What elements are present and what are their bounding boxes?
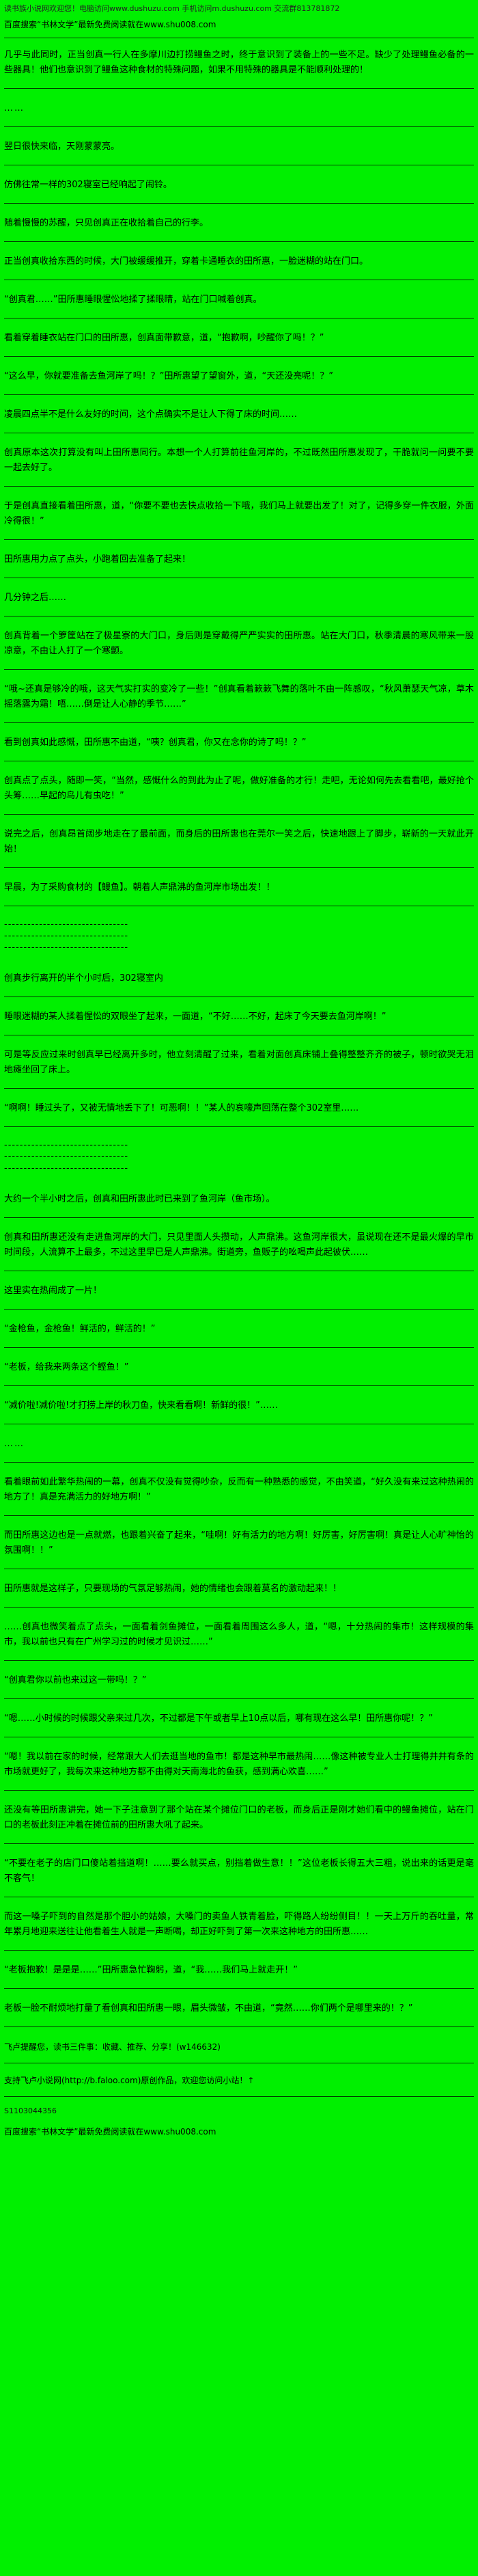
novel-paragraph: 仿佛往常一样的302寝室已经响起了闹铃。 bbox=[4, 178, 474, 204]
novel-paragraph: “老板抱歉！是是是……”田所惠急忙鞠躬，道，“我……我们马上就走开！” bbox=[4, 1963, 474, 1989]
novel-paragraph: 创真原本这次打算没有叫上田所惠同行。本想一个人打算前往鱼河岸的，不过既然田所惠发… bbox=[4, 446, 474, 487]
faloo-support-line: 支持飞卢小说网(http://b.faloo.com)原创作品，欢迎您访问小站！… bbox=[4, 2073, 474, 2097]
novel-paragraph: “创真君……”田所惠睡眼惺忪地揉了揉眼睛，站在门口喊着创真。 bbox=[4, 293, 474, 318]
novel-paragraph: “金枪鱼，金枪鱼！鲜活的，鲜活的！” bbox=[4, 1322, 474, 1348]
novel-paragraph: “啊啊！睡过头了，又被无情地丢下了！可恶啊！！”某人的哀嚎声回荡在整个302室里… bbox=[4, 1101, 474, 1127]
scene-separator: ----------------------------------------… bbox=[4, 919, 474, 953]
separator-dashes: -------------------------------- bbox=[4, 1152, 129, 1162]
novel-paragraph: 正当创真收拾东西的时候，大门被缓缓推开，穿着卡通睡衣的田所惠，一脸迷糊的站在门口… bbox=[4, 254, 474, 280]
separator-dashes: -------------------------------- bbox=[4, 1140, 129, 1150]
novel-paragraph: 这里实在热闹成了一片！ bbox=[4, 1284, 474, 1310]
novel-paragraph: 翌日很快来临，天刚蒙蒙亮。 bbox=[4, 139, 474, 165]
novel-paragraph: 早晨，为了采购食材的【鳗鱼】。朝着人声鼎沸的鱼河岸市场出发！！ bbox=[4, 880, 474, 906]
novel-paragraph: 睡眼迷糊的某人揉着惺忪的双眼坐了起来，一面道，“不好……不好，起床了今天要去鱼河… bbox=[4, 1009, 474, 1035]
novel-paragraph: 田所惠就是这样子，只要现场的气氛足够热闹，她的情绪也会跟着莫名的激动起来！！ bbox=[4, 1582, 474, 1608]
baidu-search-line: 百度搜索“书林文学”最新免费阅读就在www.shu008.com bbox=[4, 19, 474, 38]
novel-paragraph: 几分钟之后…… bbox=[4, 591, 474, 616]
novel-paragraph: 而这一嗓子吓到的自然是那个胆小的姑娘，大嗓门的卖鱼人铁青着脸，吓得路人纷纷侧目！… bbox=[4, 1910, 474, 1951]
novel-paragraph: 创真点了点头，随即一笑，“当然，感慨什么的到此为止了呢，做好准备的才行！走吧，无… bbox=[4, 774, 474, 815]
novel-paragraph: “不要在老子的店门口傻站着挡道啊！……要么就买点，别挡着做生意！！”这位老板长得… bbox=[4, 1856, 474, 1897]
novel-paragraph: 看着穿着睡衣站在门口的田所惠，创真面带歉意，道，“抱歉啊，吵醒你了吗！？” bbox=[4, 331, 474, 357]
novel-paragraph: 几乎与此同时，正当创真一行人在多摩川边打捞鳗鱼之时，终于意识到了装备上的一些不足… bbox=[4, 48, 474, 89]
faloo-reminder: 飞卢提醒您，读书三件事：收藏、推荐、分享！(w146632) bbox=[4, 2039, 474, 2063]
novel-paragraph: ……创真也微笑着点了点头，一面看着剑鱼摊位，一面看着周围这么多人，道，“嗯，十分… bbox=[4, 1620, 474, 1661]
novel-paragraph: 田所惠用力点了点头，小跑着回去准备了起来！ bbox=[4, 552, 474, 578]
novel-paragraph: 创真和田所惠还没有走进鱼河岸的大门，只见里面人头攒动，人声鼎沸。这鱼河岸很大，虽… bbox=[4, 1230, 474, 1271]
separator-dashes: -------------------------------- bbox=[4, 1163, 129, 1174]
novel-paragraph: “减价啦!减价啦!才打捞上岸的秋刀鱼，快来看看啊！新鲜的很！”…… bbox=[4, 1398, 474, 1424]
ellipsis-line: …… bbox=[4, 1437, 474, 1463]
novel-paragraph: 凌晨四点半不是什么友好的时间，这个点确实不是让人下得了床的时间…… bbox=[4, 407, 474, 433]
novel-paragraph: “老板，给我来两条这个鲣鱼！” bbox=[4, 1360, 474, 1386]
site-notice: 读书族小说网欢迎您！电脑访问www.dushuzu.com 手机访问m.dush… bbox=[4, 4, 340, 13]
novel-page: 读书族小说网欢迎您！电脑访问www.dushuzu.com 手机访问m.dush… bbox=[4, 4, 474, 2143]
novel-paragraph: 看到创真如此感慨，田所惠不由道，“咦？创真君，你又在念你的诗了吗！？” bbox=[4, 735, 474, 761]
novel-paragraph: 老板一脸不耐烦地打量了看创真和田所惠一眼，眉头微皱，不由道，“竟然……你们两个是… bbox=[4, 2001, 474, 2027]
novel-paragraph: “这么早，你就要准备去鱼河岸了吗！？”田所惠望了望窗外，道，“天还没亮呢！？” bbox=[4, 369, 474, 395]
novel-paragraph: 大约一个半小时之后，创真和田所惠此时已来到了鱼河岸（鱼市场）。 bbox=[4, 1192, 474, 1218]
novel-paragraph: 随着慢慢的苏醒，只见创真正在收拾着自己的行李。 bbox=[4, 216, 474, 242]
ellipsis-line: …… bbox=[4, 101, 474, 127]
novel-paragraph: 创真背着一个箩筐站在了极星寮的大门口，身后则是穿戴得严严实实的田所惠。站在大门口… bbox=[4, 629, 474, 670]
page-footer: 飞卢提醒您，读书三件事：收藏、推荐、分享！(w146632) 支持飞卢小说网(h… bbox=[4, 2039, 474, 2143]
baidu-search-line-bottom: 百度搜索“书林文学”最新免费阅读就在www.shu008.com bbox=[4, 2127, 216, 2137]
page-code: S1103044356 bbox=[4, 2106, 57, 2115]
paragraph-list: 几乎与此同时，正当创真一行人在多摩川边打捞鳗鱼之时，终于意识到了装备上的一些不足… bbox=[4, 48, 474, 2027]
novel-paragraph: “嗯！我以前在家的时候，经常跟大人们去逛当地的鱼市！都是这种早市最热闹……像这种… bbox=[4, 1750, 474, 1791]
separator-dashes: -------------------------------- bbox=[4, 919, 129, 930]
scene-separator: ----------------------------------------… bbox=[4, 1139, 474, 1174]
novel-paragraph: 于是创真直接看着田所惠，道，“你要不要也去快点收拾一下哦，我们马上就要出发了！对… bbox=[4, 499, 474, 540]
novel-paragraph: 创真步行离开的半个小时后，302寝室内 bbox=[4, 971, 474, 997]
novel-paragraph: 而田所惠这边也是一点就燃，也跟着兴奋了起来，“哇啊！好有活力的地方啊！好厉害，好… bbox=[4, 1528, 474, 1569]
novel-paragraph: 可是等反应过来时创真早已经离开多时，他立刻清醒了过来，看着对面创真床铺上叠得整整… bbox=[4, 1048, 474, 1089]
novel-paragraph: “嗯……小时候的时候跟父亲来过几次，不过都是下午或者早上10点以后，哪有现在这么… bbox=[4, 1711, 474, 1737]
novel-paragraph: 看着眼前如此繁华热闹的一幕，创真不仅没有觉得吵杂，反而有一种熟悉的感觉，不由笑道… bbox=[4, 1475, 474, 1516]
novel-paragraph: “哦~还真是够冷的哦，这天气实打实的变冷了一些！”创真看着簌簌飞舞的落叶不由一阵… bbox=[4, 682, 474, 723]
novel-paragraph: “创真君你以前也来过这一带吗！？” bbox=[4, 1673, 474, 1699]
novel-paragraph: 还没有等田所惠讲完，她一下子注意到了那个站在某个摊位门口的老板，而身后正是刚才她… bbox=[4, 1803, 474, 1844]
separator-dashes: -------------------------------- bbox=[4, 931, 129, 941]
separator-dashes: -------------------------------- bbox=[4, 943, 129, 953]
novel-paragraph: 说完之后，创真昂首阔步地走在了最前面，而身后的田所惠也在莞尔一笑之后，快速地跟上… bbox=[4, 827, 474, 868]
